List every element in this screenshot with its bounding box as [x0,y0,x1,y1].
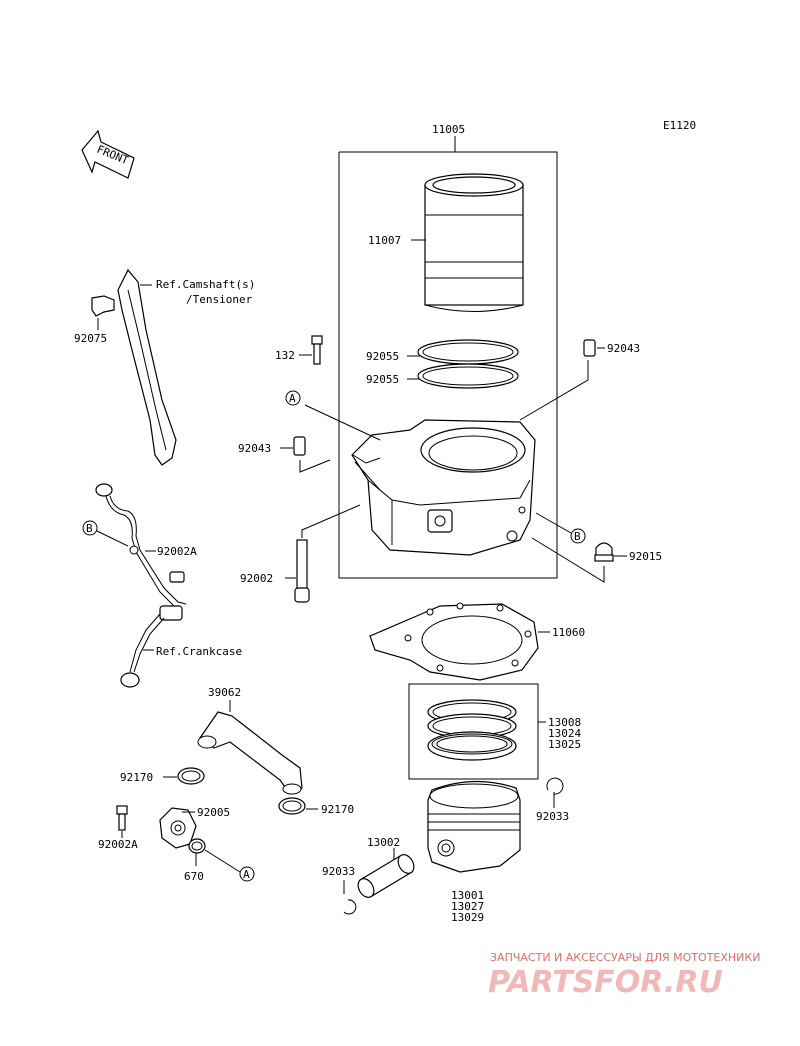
part-39062-label: 39062 [208,686,241,699]
callout-a-top: A [285,390,301,406]
part-13024-label: 13024 [548,727,581,740]
callout-a-top-text: A [289,392,296,405]
stud-bolt [294,539,310,603]
part-13002-label: 13002 [367,836,400,849]
watermark-tagline: ЗАПЧАСТИ И АКСЕССУАРЫ ДЛЯ МОТОТЕХНИКИ [490,951,760,964]
ref-camshaft-line1: Ref.Camshaft(s) [156,278,255,291]
head-gasket [369,602,539,681]
piston-pin [357,854,415,898]
o-ring-670 [188,838,206,854]
diagram-code: E1120 [663,119,696,132]
callout-a-bottom-text: A [243,868,250,881]
clamp-left [177,767,205,785]
callout-b-right: B [570,528,586,544]
ref-crankcase: Ref.Crankcase [156,645,242,658]
damper-92075 [91,295,115,317]
piston [427,780,521,873]
callout-b-right-text: B [574,530,581,543]
part-92055-label-1: 92055 [366,350,399,363]
clamp-right [278,797,306,815]
part-92002-label: 92002 [240,572,273,585]
part-13001-label: 13001 [451,889,484,902]
bolt-92002A [116,805,128,831]
circlip-left [343,899,357,915]
part-92002A-top-label: 92002A [157,545,197,558]
circlip-right [546,777,564,795]
ring-set-frame [408,683,539,780]
part-13029-label: 13029 [451,911,484,924]
cylinder-set-frame [338,136,558,579]
part-92005-label: 92005 [197,806,230,819]
dowel-pin-left [293,436,306,456]
watermark-brand: PARTSFOR.RU [488,965,723,1000]
callout-b-left: B [82,520,98,536]
chain-guide [117,268,177,466]
part-13027-label: 13027 [451,900,484,913]
front-arrow-icon: FRONT [81,129,135,179]
part-92043-right-label: 92043 [607,342,640,355]
part-92055-label-2: 92055 [366,373,399,386]
cylinder-sleeve [424,173,524,312]
part-92015-label: 92015 [629,550,662,563]
callout-a-bottom: A [239,866,255,882]
piston-rings [427,699,517,761]
part-13025-label: 13025 [548,738,581,751]
part-11005-label: 11005 [432,123,465,136]
dowel-pin-right [583,339,596,357]
part-11007-label: 11007 [368,234,401,247]
o-rings [417,339,519,389]
callout-b-left-text: B [86,522,93,535]
part-132-label: 132 [275,349,295,362]
part-670-label: 670 [184,870,204,883]
breather-hose [197,711,303,795]
ref-camshaft-line2: /Tensioner [186,293,253,306]
part-92170-left-label: 92170 [120,771,153,784]
cap-nut [594,542,614,562]
part-92033-left-label: 92033 [322,865,355,878]
fitting-92005 [159,807,197,849]
cylinder-block [351,419,536,556]
part-11060-label: 11060 [552,626,585,639]
part-92033-right-label: 92033 [536,810,569,823]
part-92043-left-label: 92043 [238,442,271,455]
bolt-132 [311,335,323,365]
part-92075-label: 92075 [74,332,107,345]
part-92002A-bottom-label: 92002A [98,838,138,851]
part-92170-right-label: 92170 [321,803,354,816]
part-13008-label: 13008 [548,716,581,729]
oil-pipe [95,483,187,688]
